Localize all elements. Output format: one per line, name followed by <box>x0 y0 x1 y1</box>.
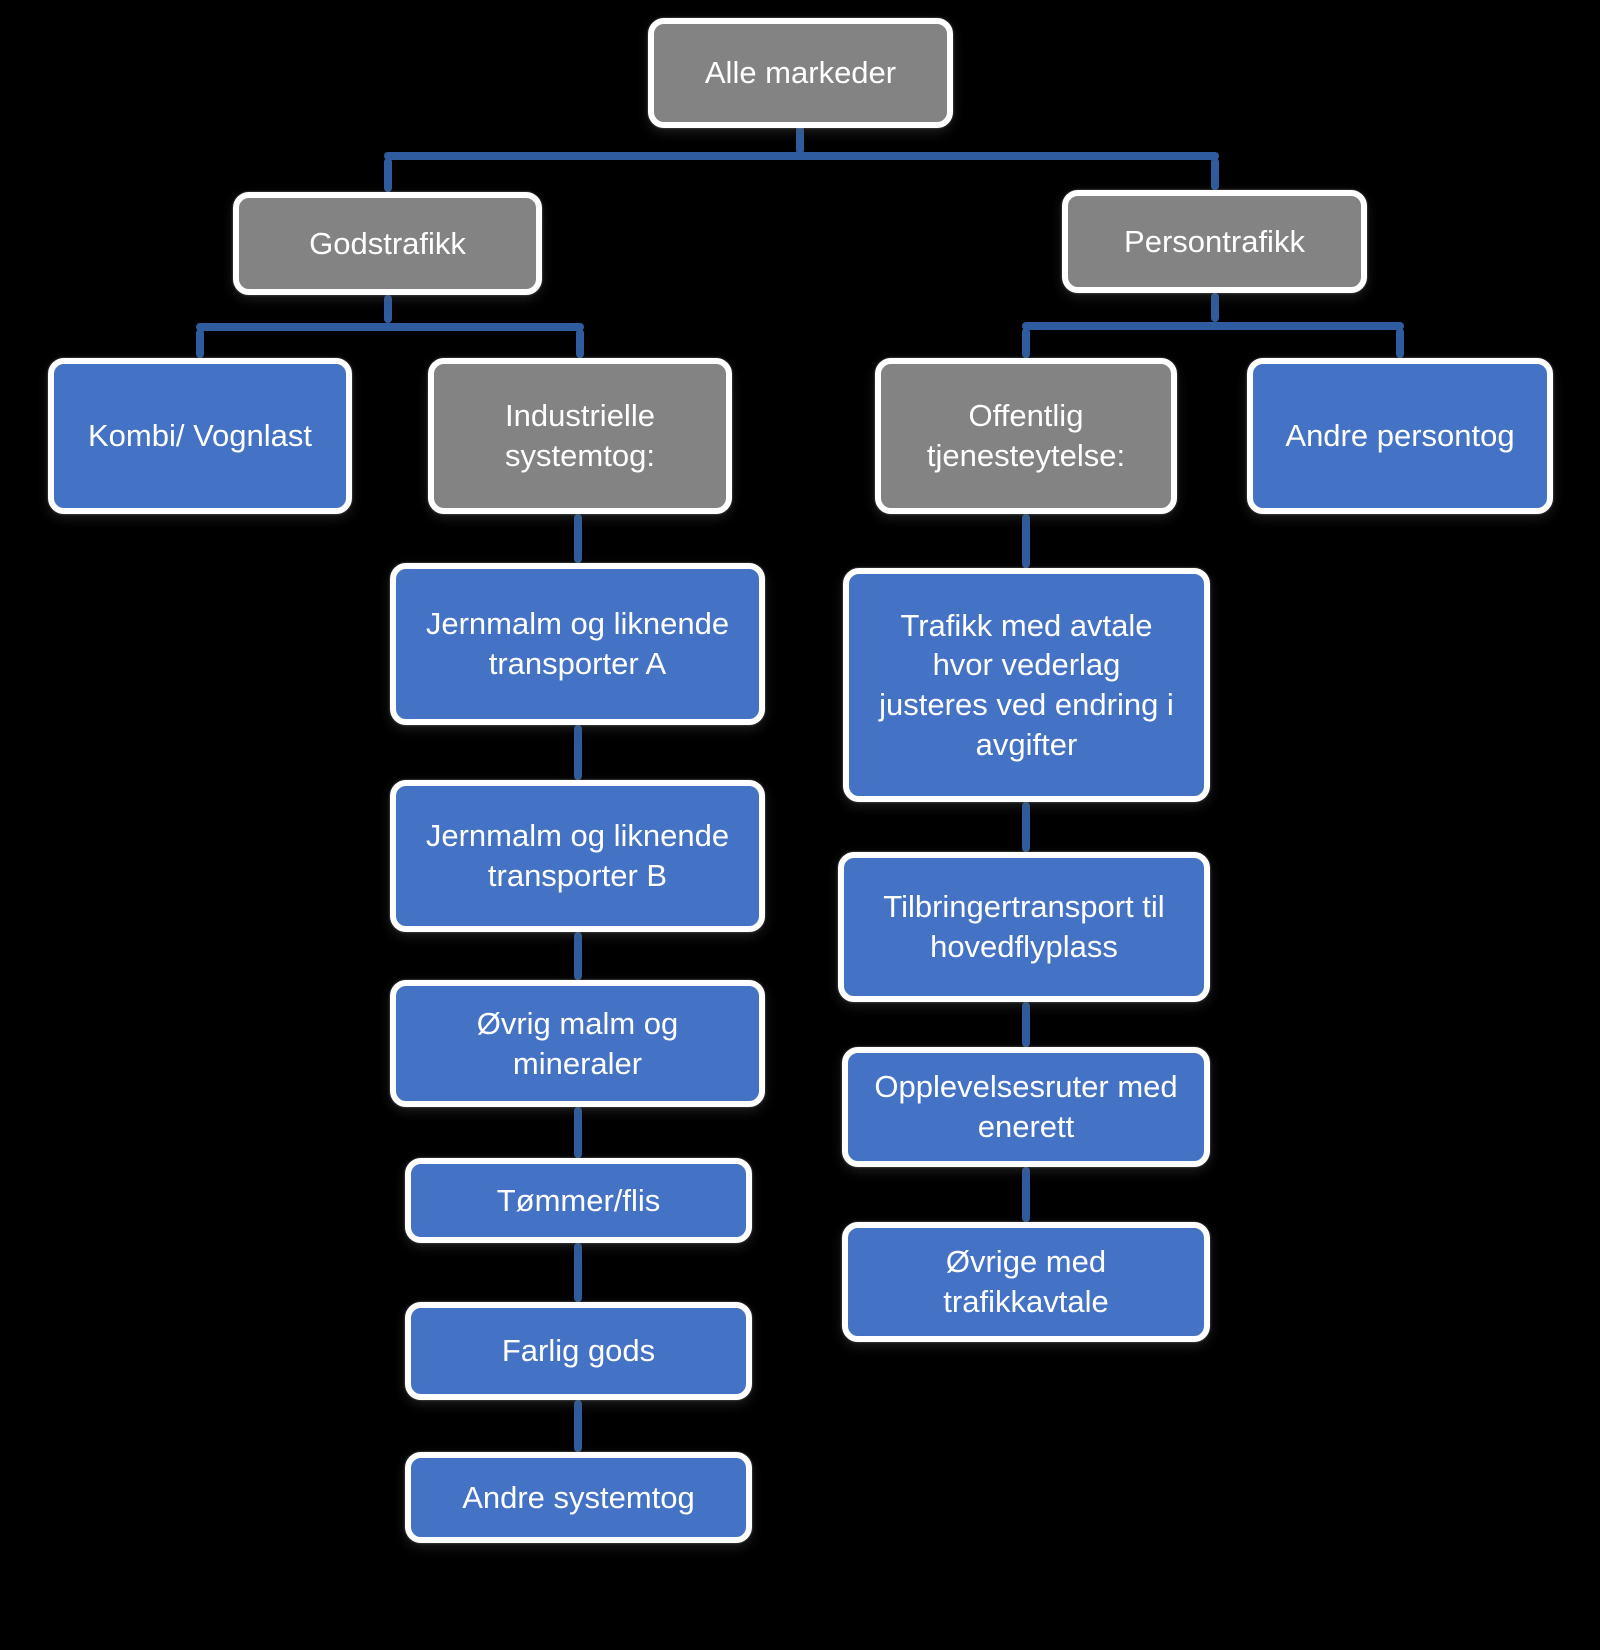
node-offentlig-tjenesteytelse: Offentlig tjenesteytelse: <box>875 358 1177 514</box>
connector-godstrafikk-stub-bottom <box>384 295 392 323</box>
connector-kombi-stub <box>196 329 204 358</box>
connector-tilbringer-opplevelses <box>1022 1002 1030 1047</box>
connector-root-stub <box>796 126 804 154</box>
connector-offentlig-stub <box>1022 328 1030 358</box>
connector-left-hline <box>196 323 584 331</box>
node-kombi-vognlast: Kombi/ Vognlast <box>48 358 352 514</box>
connector-top-hline <box>384 152 1219 160</box>
connector-andre-persontog-stub <box>1396 328 1404 358</box>
node-trafikk-med-avtale: Trafikk med avtale hvor vederlag justere… <box>843 568 1210 802</box>
connector-industrielle-jernmalm-a <box>574 514 582 563</box>
node-tommer-flis: Tømmer/flis <box>405 1158 752 1243</box>
connector-offentlig-trafikk <box>1022 514 1030 568</box>
node-opplevelsesruter: Opplevelsesruter med enerett <box>842 1047 1210 1167</box>
connector-godstrafikk-stub-top <box>384 158 392 192</box>
node-persontrafikk: Persontrafikk <box>1062 190 1367 293</box>
connector-trafikk-tilbringer <box>1022 802 1030 852</box>
connector-industrielle-stub <box>576 329 584 358</box>
connector-ovrig-tommer <box>574 1107 582 1158</box>
node-alle-markeder: Alle markeder <box>648 18 953 128</box>
node-ovrig-malm: Øvrig malm og mineraler <box>390 980 765 1107</box>
node-andre-persontog: Andre persontog <box>1247 358 1553 514</box>
node-ovrige-med-trafikkavtale: Øvrige med trafikkavtale <box>842 1222 1210 1342</box>
connector-tommer-farlig <box>574 1243 582 1302</box>
node-industrielle-systemtog: Industrielle systemtog: <box>428 358 732 514</box>
node-farlig-gods: Farlig gods <box>405 1302 752 1400</box>
connector-opplevelses-ovrige <box>1022 1167 1030 1222</box>
connector-jernmalm-a-b <box>574 725 582 780</box>
node-andre-systemtog: Andre systemtog <box>405 1452 752 1543</box>
connector-farlig-andre-systemtog <box>574 1400 582 1452</box>
node-godstrafikk: Godstrafikk <box>233 192 542 295</box>
node-jernmalm-a: Jernmalm og liknende transporter A <box>390 563 765 725</box>
node-tilbringertransport: Tilbringertransport til hovedflyplass <box>838 852 1210 1002</box>
connector-persontrafikk-stub-top <box>1211 158 1219 190</box>
connector-jernmalm-b-ovrig <box>574 932 582 980</box>
node-jernmalm-b: Jernmalm og liknende transporter B <box>390 780 765 932</box>
connector-right-hline <box>1022 322 1404 330</box>
connector-persontrafikk-stub-bottom <box>1211 293 1219 322</box>
